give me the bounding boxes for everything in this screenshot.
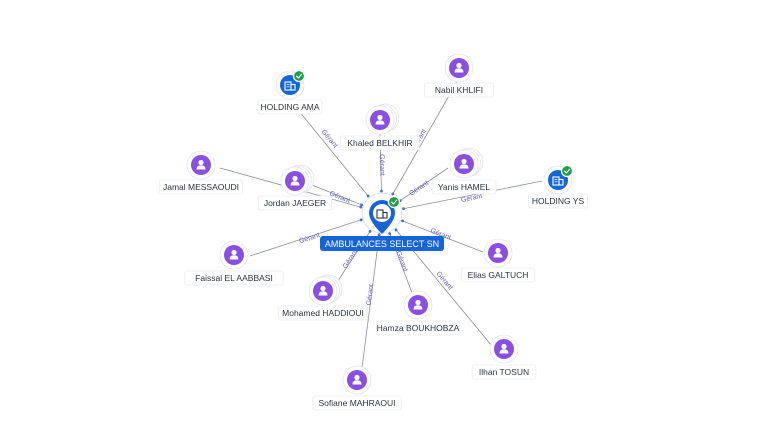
edge-relation-label: Gérant bbox=[461, 193, 483, 204]
node-jamal-messaoudi[interactable]: Jamal MESSAOUDI bbox=[158, 150, 244, 195]
edge-relation-label: Gérant bbox=[320, 129, 339, 150]
ilhan-tosun-label-box bbox=[471, 364, 537, 380]
mohamed-haddioui-label-box bbox=[278, 305, 368, 321]
node-holding-ys[interactable]: HOLDING YS bbox=[528, 164, 588, 209]
verified-check-icon bbox=[387, 195, 401, 209]
person-icon bbox=[493, 247, 503, 258]
nodes-layer: HOLDING AMA Nabil KHLIFI Khaled BELKHIR Jam… bbox=[158, 53, 588, 411]
center-pin-inner bbox=[373, 204, 391, 222]
edge-line bbox=[381, 212, 493, 347]
edge-arrow-marker bbox=[401, 219, 404, 223]
person-icon bbox=[318, 285, 328, 296]
faissal-el-aabbasi-label: Faissal EL AABBASI bbox=[195, 273, 273, 283]
person-icon bbox=[352, 374, 362, 385]
person-icon bbox=[375, 114, 385, 125]
node-yanis-hamel[interactable]: Yanis HAMEL bbox=[431, 147, 497, 195]
sofiane-mahraoui-label: Sofiane MAHRAOUI bbox=[319, 398, 396, 408]
holding-ama-label-box bbox=[257, 99, 323, 115]
verified-check-icon bbox=[292, 69, 306, 83]
edge-line bbox=[381, 180, 543, 214]
edge-holding-ys: Gérant bbox=[381, 180, 543, 214]
node-sofiane-mahraoui[interactable]: Sofiane MAHRAOUI bbox=[312, 365, 402, 411]
edge-relation-label: Gérant bbox=[378, 154, 386, 176]
jamal-messaoudi-label-box bbox=[158, 179, 244, 195]
faissal-el-aabbasi-label-box bbox=[184, 270, 284, 286]
edge-arrow-marker bbox=[377, 233, 381, 237]
khaled-belkhir-label: Khaled BELKHIR bbox=[347, 138, 412, 148]
nabil-khlifi-label: Nabil KHLIFI bbox=[435, 85, 483, 95]
center-node[interactable]: AMBULANCES SELECT SN bbox=[320, 192, 444, 251]
edge-arrow-marker bbox=[359, 218, 363, 222]
person-icon bbox=[290, 175, 300, 186]
jordan-jaeger-label: Jordan JAEGER bbox=[264, 198, 326, 208]
person-icon bbox=[196, 159, 206, 170]
holding-ys-label-box bbox=[528, 193, 588, 209]
center-label: AMBULANCES SELECT SN bbox=[325, 239, 439, 249]
node-khaled-belkhir[interactable]: Khaled BELKHIR bbox=[340, 103, 420, 151]
person-icon bbox=[459, 158, 469, 169]
edge-arrow-marker bbox=[380, 189, 383, 193]
building-icon bbox=[376, 209, 388, 219]
node-mohamed-haddioui[interactable]: Mohamed HADDIOUI bbox=[278, 274, 368, 321]
jordan-jaeger-label-box bbox=[257, 195, 333, 211]
edge-arrow-marker bbox=[402, 207, 405, 211]
yanis-hamel-label: Yanis HAMEL bbox=[438, 182, 491, 192]
nabil-khlifi-label-box bbox=[424, 82, 494, 98]
ilhan-tosun-label: Ilhan TOSUN bbox=[479, 367, 529, 377]
jamal-messaoudi-label: Jamal MESSAOUDI bbox=[163, 182, 239, 192]
verified-check-icon bbox=[560, 164, 574, 178]
edge-arrow-marker bbox=[359, 205, 363, 209]
mohamed-haddioui-label: Mohamed HADDIOUI bbox=[282, 308, 364, 318]
edge-arrow-marker bbox=[360, 203, 363, 207]
edge-relation-label: Gérant bbox=[366, 284, 376, 306]
edge-line bbox=[289, 99, 383, 214]
node-elias-galtuch[interactable]: Elias GALTUCH bbox=[460, 238, 536, 283]
holding-ama-label: HOLDING AMA bbox=[260, 102, 319, 112]
person-icon bbox=[499, 343, 509, 354]
person-icon bbox=[413, 299, 423, 310]
hamza-boukhobza-label: Hamza BOUKHOBZA bbox=[377, 323, 460, 333]
edge-arrow-marker bbox=[388, 232, 392, 235]
sofiane-mahraoui-label-box bbox=[312, 395, 402, 411]
edge-relation-label: Gérant bbox=[394, 250, 408, 273]
khaled-belkhir-label-box bbox=[340, 135, 420, 151]
edge-arrow-marker bbox=[368, 230, 372, 233]
node-holding-ama[interactable]: HOLDING AMA bbox=[257, 69, 323, 115]
elias-galtuch-label: Elias GALTUCH bbox=[468, 270, 529, 280]
edge-relation-label: Gérant bbox=[298, 232, 321, 245]
edge-arrow-marker bbox=[366, 194, 370, 198]
edge-relation-label: Gérant bbox=[342, 248, 360, 270]
holding-ys-label: HOLDING YS bbox=[532, 196, 585, 206]
edge-line bbox=[381, 79, 459, 214]
edge-relation-label: Gérant bbox=[408, 180, 430, 198]
edge-arrow-marker bbox=[394, 228, 398, 232]
person-icon bbox=[229, 249, 239, 260]
elias-galtuch-label-box bbox=[460, 267, 536, 283]
edge-arrow-marker bbox=[391, 192, 395, 196]
node-hamza-boukhobza[interactable]: Hamza BOUKHOBZA bbox=[375, 290, 461, 336]
hamza-boukhobza-label-box bbox=[375, 320, 461, 336]
node-ilhan-tosun[interactable]: Ilhan TOSUN bbox=[471, 334, 537, 380]
node-jordan-jaeger[interactable]: Jordan JAEGER bbox=[257, 164, 333, 211]
node-faissal-el-aabbasi[interactable]: Faissal EL AABBASI bbox=[184, 240, 284, 286]
building-icon bbox=[552, 176, 564, 186]
node-nabil-khlifi[interactable]: Nabil KHLIFI bbox=[424, 53, 494, 98]
yanis-hamel-label-box bbox=[431, 179, 497, 195]
center-label-box bbox=[320, 236, 444, 251]
person-icon bbox=[454, 62, 464, 73]
building-icon bbox=[284, 81, 296, 91]
